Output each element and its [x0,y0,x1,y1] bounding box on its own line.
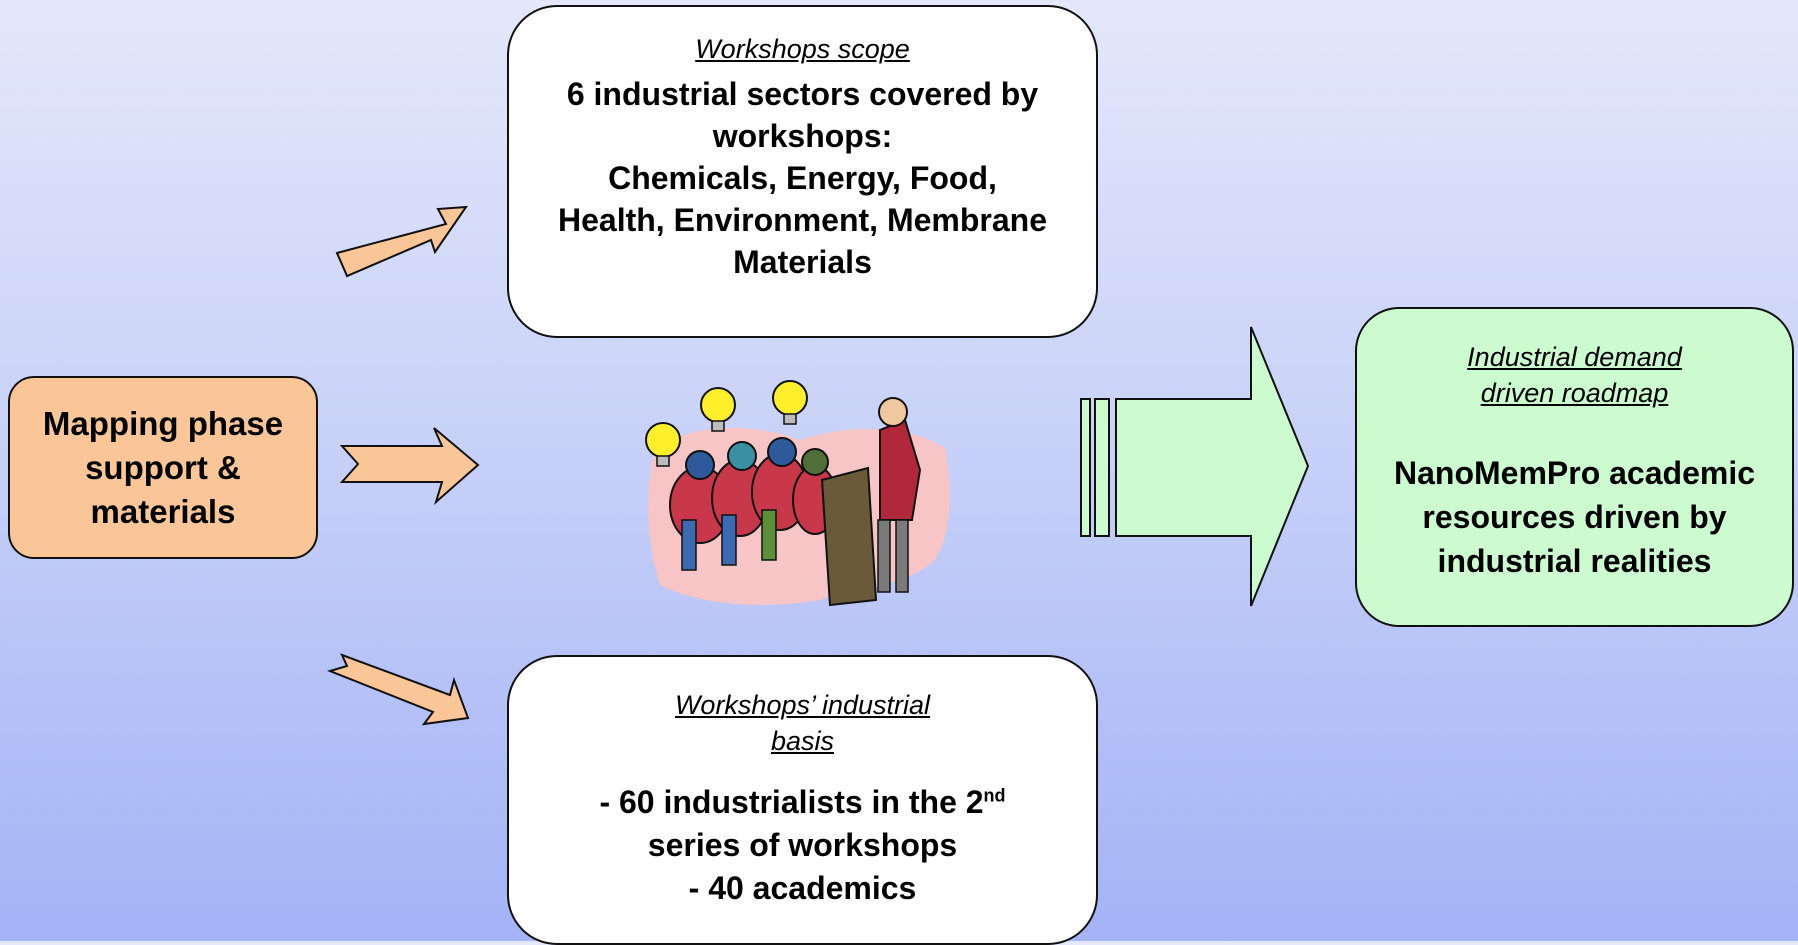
roadmap-caption-line: driven roadmap [1480,378,1669,408]
basis-line-2: series of workshops [647,827,958,863]
workshops-scope-box: Workshops scope 6 industrial sectors cov… [507,5,1098,338]
roadmap-line: industrial realities [1437,543,1712,579]
workshops-basis-box: Workshops’ industrial basis - 60 industr… [507,655,1098,945]
mapping-phase-box: Mapping phase support & materials [8,376,318,559]
arrow-to-workshops-scope [335,205,469,278]
arrow-to-workshop-clipart [339,427,480,506]
scope-line: Health, Environment, Membrane [558,202,1047,238]
arrow-to-workshops-basis [326,653,470,726]
mapping-line: support & [85,448,241,486]
workshops-basis-text: - 60 industrialists in the 2nd series of… [599,781,1005,910]
roadmap-caption-line: Industrial demand [1467,342,1682,372]
mapping-phase-text: Mapping phase support & materials [43,402,283,534]
workshop-meeting-clipart [645,380,950,607]
scope-line: Chemicals, Energy, Food, [608,160,997,196]
workshops-scope-text: 6 industrial sectors covered by workshop… [558,73,1047,283]
workshops-scope-caption: Workshops scope [695,34,910,64]
basis-line-1: - 60 industrialists in the 2nd [599,781,1005,824]
basis-caption-line: basis [770,726,834,756]
basis-line-1-sup: nd [983,785,1006,806]
basis-line-1-text: - 60 industrialists in the 2 [599,784,984,820]
roadmap-box: Industrial demand driven roadmap NanoMem… [1355,307,1794,627]
mapping-line: Mapping phase [42,404,284,442]
roadmap-caption: Industrial demand driven roadmap [1467,339,1682,411]
scope-line: 6 industrial sectors covered by [566,76,1039,112]
roadmap-line: NanoMemPro academic [1393,455,1755,491]
basis-caption-line: Workshops’ industrial [674,690,931,720]
mapping-line: materials [90,492,236,530]
roadmap-line: resources driven by [1422,499,1727,535]
roadmap-text: NanoMemPro academic resources driven by … [1394,451,1755,583]
basis-line-3: - 40 academics [688,870,917,906]
workshops-basis-caption: Workshops’ industrial basis [675,687,930,759]
scope-line: workshops: [712,118,893,154]
scope-line: Materials [733,244,872,280]
big-arrow-to-roadmap [1080,326,1310,607]
